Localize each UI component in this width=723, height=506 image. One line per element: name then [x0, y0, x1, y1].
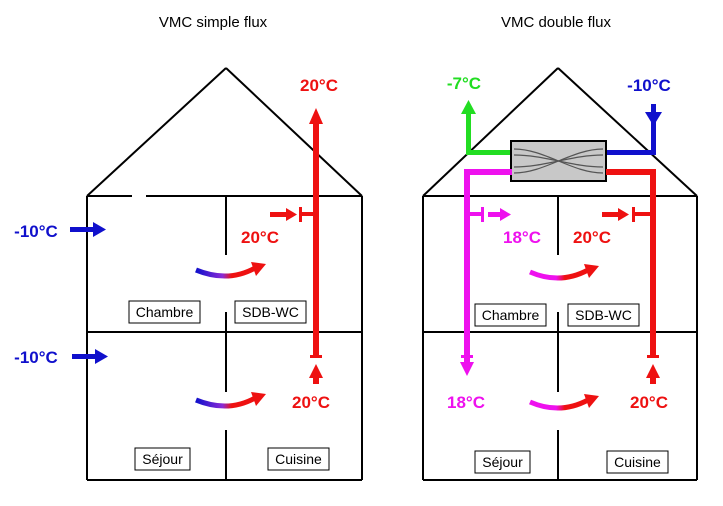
simple-flux-exhaust-arrow — [309, 108, 323, 124]
simple-flux-extract-temp-lower: 20°C — [292, 393, 330, 412]
simple-flux-extract-arrow-lower — [309, 364, 323, 378]
simple-flux-extract-arrow-upper — [286, 208, 297, 221]
double-flux-supply-duct — [460, 169, 512, 376]
double-flux-extract-arrow-lower — [646, 364, 660, 378]
double-flux-room-sdb-wc: SDB-WC — [567, 303, 640, 327]
double-flux-exhaust-temp: -7°C — [447, 74, 481, 93]
double-flux-room-sejour-label: Séjour — [482, 454, 523, 470]
heat-exchanger-icon — [510, 140, 607, 182]
double-flux-supply-temp-lower: 18°C — [447, 393, 485, 412]
simple-flux-room-sdb-wc-label: SDB-WC — [242, 304, 299, 320]
double-flux-title: VMC double flux — [501, 14, 612, 31]
double-flux-supply-arrow-lower — [460, 362, 474, 376]
double-flux-room-sejour: Séjour — [474, 450, 531, 474]
simple-flux-outside-temp-lower: -10°C — [14, 348, 58, 367]
double-flux-intake-duct — [606, 104, 662, 155]
double-flux-supply-temp-upper: 18°C — [503, 228, 541, 247]
double-flux-room-cuisine-label: Cuisine — [614, 454, 661, 470]
double-flux-room-sdb-wc-label: SDB-WC — [575, 307, 632, 323]
double-flux-room-chambre: Chambre — [474, 303, 547, 327]
simple-flux-room-cuisine-label: Cuisine — [275, 451, 322, 467]
simple-flux-intake-arrow-upper — [70, 222, 106, 237]
simple-flux-room-sdb-wc: SDB-WC — [234, 300, 307, 324]
double-flux-exhaust-arrow — [461, 100, 476, 114]
simple-flux-intake-arrow-lower — [72, 349, 108, 364]
double-flux-intake-temp: -10°C — [627, 76, 671, 95]
simple-flux-room-chambre-label: Chambre — [136, 304, 194, 320]
simple-flux-outside-temp-upper: -10°C — [14, 222, 58, 241]
simple-flux-exhaust-temp: 20°C — [300, 76, 338, 95]
double-flux-room-chambre-label: Chambre — [482, 307, 540, 323]
simple-flux-room-sejour-label: Séjour — [142, 451, 183, 467]
double-flux-supply-arrow-upper — [500, 208, 511, 221]
simple-flux-extract-duct — [270, 108, 323, 384]
simple-flux-flow-arrow-lower — [195, 392, 266, 409]
double-flux-flow-arrow-upper — [529, 264, 599, 281]
simple-flux-house — [86, 67, 363, 481]
simple-flux-flow-arrow-upper — [195, 262, 266, 279]
simple-flux-room-cuisine: Cuisine — [267, 447, 330, 471]
simple-flux-title: VMC simple flux — [159, 14, 268, 31]
double-flux-extract-arrow-upper — [618, 208, 629, 221]
double-flux-intake-arrow — [645, 112, 662, 126]
double-flux-extract-temp-lower: 20°C — [630, 393, 668, 412]
simple-flux-panel: VMC simple flux — [14, 14, 363, 481]
double-flux-exhaust-duct — [461, 100, 512, 155]
simple-flux-extract-temp-upper: 20°C — [241, 228, 279, 247]
double-flux-flow-arrow-lower — [529, 394, 599, 411]
double-flux-extract-duct — [602, 169, 660, 384]
double-flux-room-cuisine: Cuisine — [606, 450, 669, 474]
double-flux-panel: VMC double flux -7°C — [422, 14, 698, 481]
double-flux-extract-temp-upper: 20°C — [573, 228, 611, 247]
simple-flux-room-sejour: Séjour — [134, 447, 191, 471]
simple-flux-room-chambre: Chambre — [128, 300, 201, 324]
